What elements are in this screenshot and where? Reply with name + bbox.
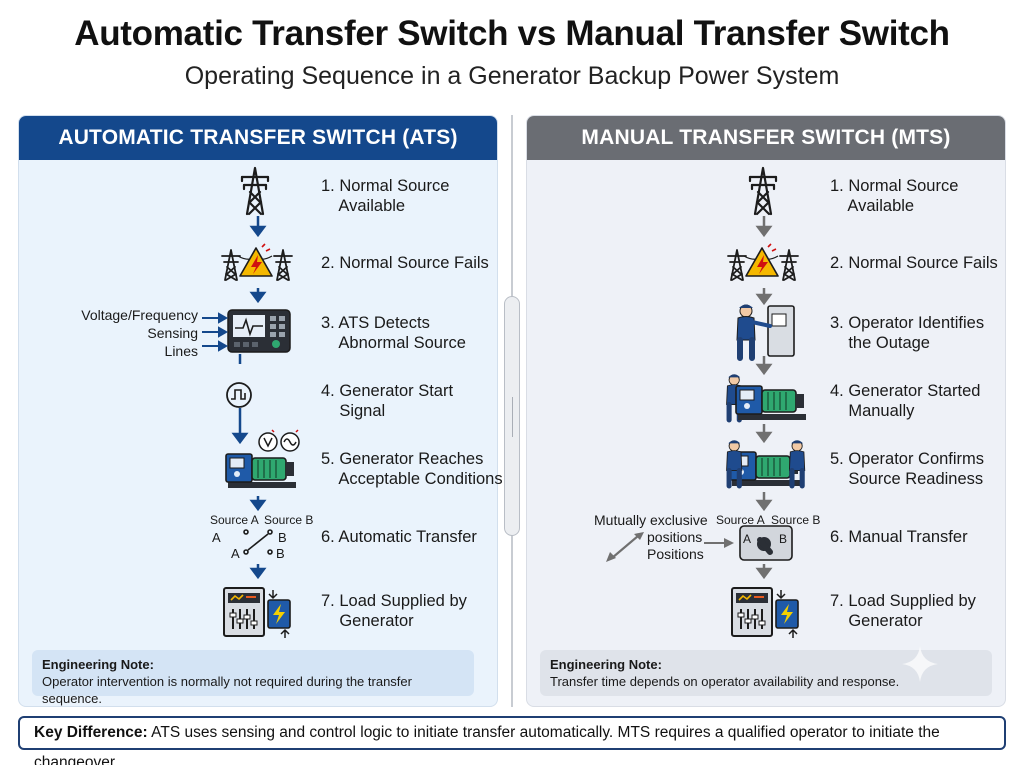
mts-engineering-note: Engineering Note: Transfer time depends … <box>540 650 992 696</box>
key-difference-label: Key Difference: <box>34 724 148 741</box>
ats-switch-label-b: B <box>278 530 287 545</box>
mts-exclusive-label-1: Mutually exclusive <box>594 512 708 528</box>
ats-step-3-controller-icon <box>227 309 291 353</box>
ats-step-4-signal-icon <box>226 382 252 408</box>
mts-panel: MANUAL TRANSFER SWITCH (MTS) <box>526 115 1006 707</box>
mts-step-6-manual-switch-icon <box>739 525 793 561</box>
ats-source-a-label: Source A <box>210 513 259 527</box>
mts-step-6: 6. Manual Transfer <box>830 528 968 546</box>
mts-exclusive-arrow-icon <box>606 532 644 562</box>
ats-step-5-generator-icon <box>225 429 300 489</box>
mts-step-5-operators-generator-icon <box>724 440 808 492</box>
mts-step-1: 1. Normal Source Available <box>830 177 959 215</box>
mts-step-1-tower-icon <box>748 166 778 216</box>
mts-step-2: 2. Normal Source Fails <box>830 254 998 272</box>
mts-switch-label-b: B <box>779 532 788 546</box>
mts-source-b-label: Source B <box>771 513 821 527</box>
ats-sensing-label-3: Lines <box>164 343 198 359</box>
mts-switch-label-a: A <box>743 532 752 546</box>
ats-step-3: 3. ATS Detects Abnormal Source <box>321 314 466 352</box>
mts-step-4-operator-generator-icon <box>724 374 807 424</box>
ats-switch-label-b2: B <box>276 546 285 561</box>
ats-switch-label-a2: A <box>231 546 240 561</box>
mts-note-text: Transfer time depends on operator availa… <box>550 674 900 689</box>
mts-note-title: Engineering Note: <box>550 657 662 672</box>
ats-step-7-load-panel-icon <box>223 587 291 639</box>
mts-step-3-operator-icon <box>734 304 795 360</box>
ats-step-5: 5. Generator Reaches Acceptable Conditio… <box>321 450 503 488</box>
mts-step-3: 3. Operator Identifies the Outage <box>830 314 985 352</box>
mts-step-5: 5. Operator Confirms Source Readiness <box>830 450 985 488</box>
mts-source-a-label: Source A <box>716 513 765 527</box>
ats-note-text: Operator intervention is normally not re… <box>42 674 412 706</box>
mts-exclusive-label-2: positions <box>647 529 703 545</box>
ats-sensing-arrows <box>202 312 229 352</box>
ats-flow-arrows <box>231 216 267 580</box>
key-difference-box: Key Difference: ATS uses sensing and con… <box>18 716 1006 765</box>
ats-engineering-note: Engineering Note: Operator intervention … <box>32 650 474 706</box>
mts-step-4: 4. Generator Started Manually <box>830 382 981 420</box>
ats-step-2: 2. Normal Source Fails <box>321 254 489 272</box>
scroll-handle[interactable] <box>504 296 520 536</box>
ats-step-1-tower-icon <box>240 166 270 216</box>
ats-sensing-label-1: Voltage/Frequency <box>81 307 198 323</box>
ats-step-2-failure-icon <box>220 240 296 282</box>
page-subtitle: Operating Sequence in a Generator Backup… <box>184 62 840 90</box>
page-title: Automatic Transfer Switch vs Manual Tran… <box>74 14 950 53</box>
mts-step-7: 7. Load Supplied by Generator <box>830 592 976 630</box>
ats-step-4: 4. Generator Start Signal <box>321 382 454 420</box>
mts-step-7-load-panel-icon <box>731 587 799 639</box>
ats-step-1: 1. Normal Source Available <box>321 177 450 215</box>
key-difference-text: ATS uses sensing and control logic to in… <box>34 724 940 765</box>
mts-flow-arrows <box>755 216 773 580</box>
ats-source-b-label: Source B <box>264 513 314 527</box>
ats-step-7: 7. Load Supplied by Generator <box>321 592 467 630</box>
ats-note-title: Engineering Note: <box>42 657 154 672</box>
sparkle-icon <box>902 646 938 682</box>
ats-switch-label-a: A <box>212 530 221 545</box>
mts-pointer-arrow-icon <box>704 538 734 548</box>
ats-panel-header: AUTOMATIC TRANSFER SWITCH (ATS) <box>19 116 497 160</box>
mts-step-2-failure-icon <box>726 240 802 282</box>
mts-exclusive-label-3: Positions <box>647 546 704 562</box>
ats-step-6-transfer-switch-icon <box>243 529 273 555</box>
ats-step-6: 6. Automatic Transfer <box>321 528 477 546</box>
mts-panel-header: MANUAL TRANSFER SWITCH (MTS) <box>527 116 1005 160</box>
ats-sensing-label-2: Sensing <box>147 325 198 341</box>
